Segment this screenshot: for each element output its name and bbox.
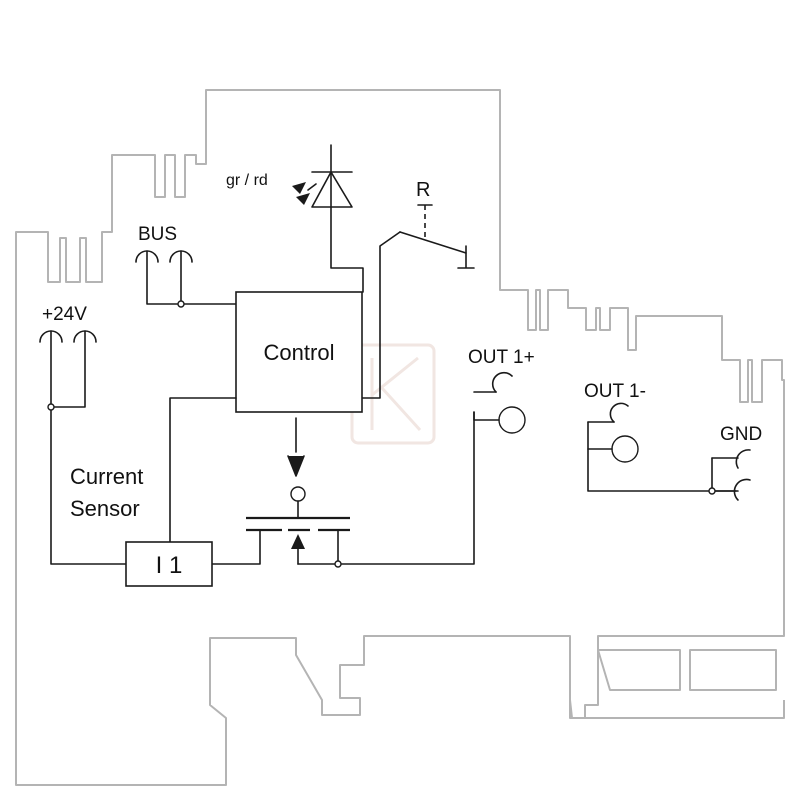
current-sensor-box-label: I 1: [156, 552, 183, 579]
led-label: gr / rd: [226, 172, 268, 189]
transistor-switch-icon: [211, 411, 475, 568]
gnd-label: GND: [720, 424, 762, 445]
led-emission-arrow-icon: [292, 182, 306, 194]
relay-contact-icon: [361, 204, 475, 399]
out1-minus-terminal-icon: [587, 402, 737, 492]
control-block: [235, 291, 363, 413]
control-to-sensor-wire: [169, 397, 237, 543]
housing-outline: [15, 89, 785, 786]
bus-label: BUS: [138, 224, 177, 245]
out1-minus-label: OUT 1-: [584, 381, 646, 402]
current-sensor-label-line1: Current: [70, 464, 143, 489]
led-diode-icon: [292, 144, 364, 293]
current-sensor-label-line2: Sensor: [70, 496, 140, 521]
relay-label: R: [416, 179, 430, 201]
led-emission-arrow-icon: [296, 193, 310, 205]
control-label: Control: [264, 340, 335, 365]
housing-clip-right: [569, 649, 785, 719]
out1-plus-terminal-icon: [473, 371, 526, 434]
supply-label: +24V: [42, 304, 87, 325]
watermark-logo: [350, 343, 436, 445]
out1-plus-label: OUT 1+: [468, 347, 535, 368]
current-sensor-box: [125, 541, 213, 587]
bus-terminal-icon: [135, 250, 237, 308]
signal-arrow-icon: [287, 417, 305, 477]
supply-terminal-icon: [39, 330, 127, 565]
gnd-terminal-icon: [708, 449, 751, 501]
